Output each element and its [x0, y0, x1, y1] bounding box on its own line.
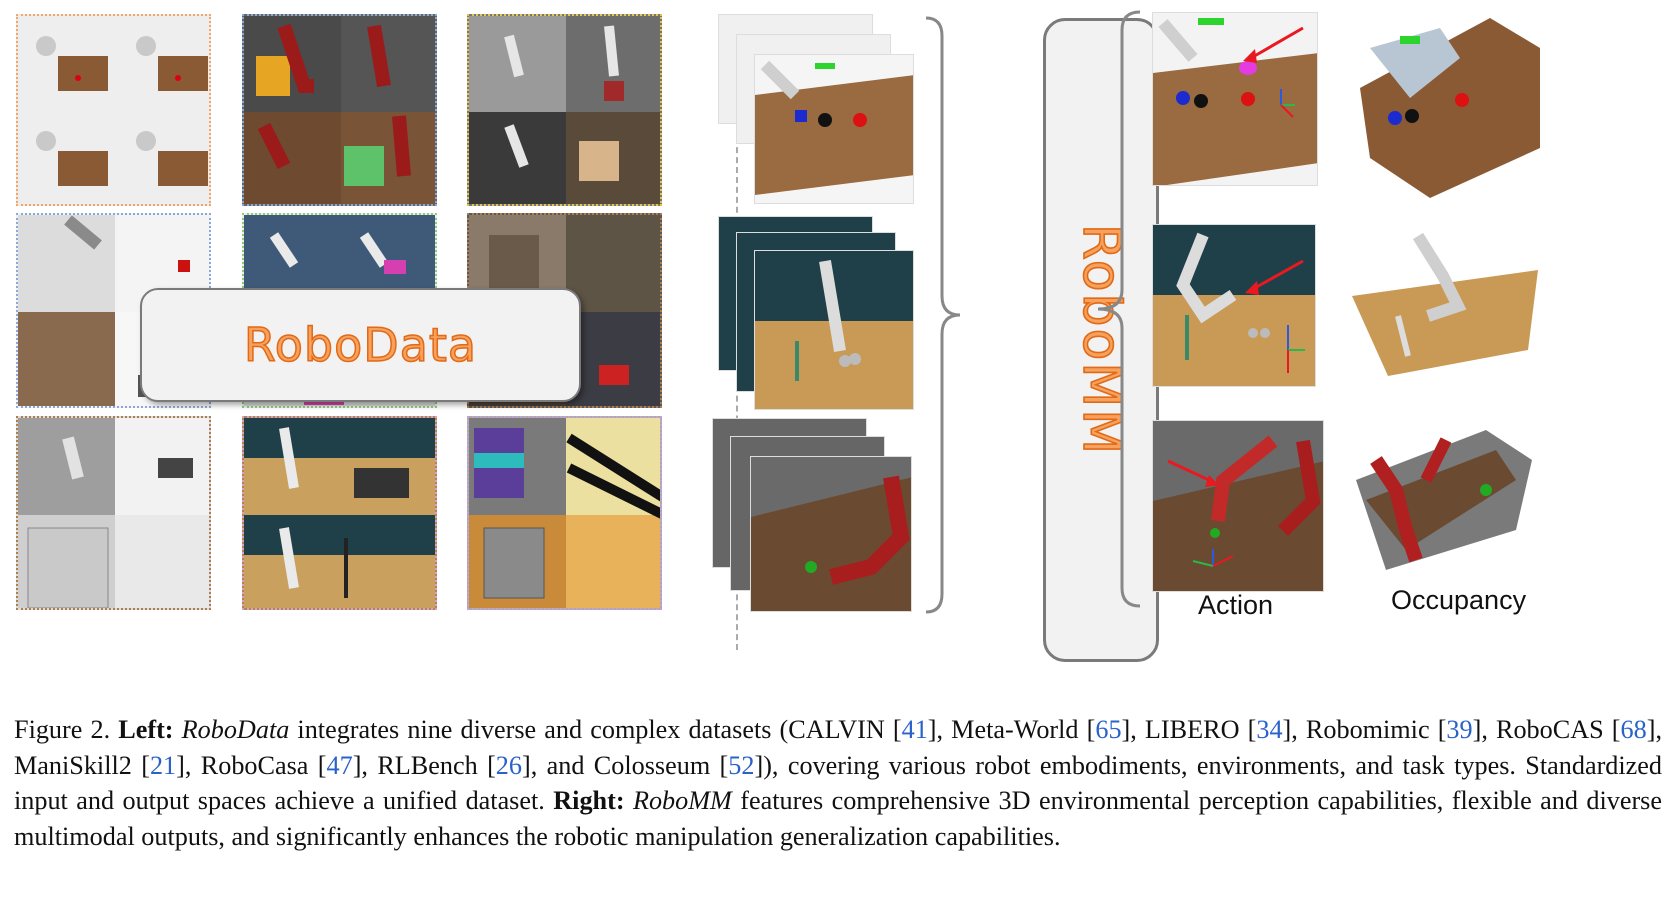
robomm-name: RoboMM: [632, 786, 732, 815]
citation-link[interactable]: 21: [149, 750, 177, 780]
caption-text: ], RoboCasa [: [176, 750, 327, 780]
citation-link[interactable]: 65: [1095, 715, 1122, 744]
robomimic-thumbnail: [467, 14, 662, 206]
caption-text: ], and Colosseum [: [521, 750, 729, 780]
occupancy-output-calvin: [1360, 18, 1540, 198]
calvin-thumbnail: [16, 14, 211, 206]
robodata-label-box: RoboData: [140, 288, 581, 402]
caption-text: ], RoboCAS [: [1472, 715, 1621, 744]
output-brace: [1097, 10, 1141, 608]
action-output-franka: [1152, 224, 1316, 387]
action-column-label: Action: [1198, 590, 1274, 620]
robocas-thumbnail: [242, 14, 437, 206]
occupancy-column-label: Occupancy: [1391, 585, 1527, 615]
citation-link[interactable]: 34: [1256, 715, 1283, 744]
robodata-name: RoboData: [181, 715, 290, 744]
caption-text: ], ManiSkill2 [: [14, 715, 1662, 780]
citation-link[interactable]: 68: [1620, 715, 1647, 744]
caption-text: ], Meta-World [: [927, 715, 1096, 744]
caption-text: ], RLBench [: [352, 750, 496, 780]
caption-text: ]), covering various robot embodiments, …: [14, 750, 1662, 816]
occupancy-output-franka: [1352, 232, 1538, 376]
citation-link[interactable]: 47: [326, 750, 353, 780]
occupancy-output-sawyer: [1356, 430, 1532, 570]
calvin-real-thumbnail: [242, 416, 437, 610]
citation-link[interactable]: 41: [901, 715, 928, 744]
caption-text: features comprehensive 3D environmental …: [14, 786, 1662, 851]
robomm-label-box: RoboMM: [1043, 18, 1159, 662]
caption-text: ], LIBERO [: [1121, 715, 1257, 744]
citation-link[interactable]: 39: [1446, 715, 1473, 744]
robocasa-kitchen-thumbnail: [16, 416, 211, 610]
citation-link[interactable]: 52: [728, 750, 755, 780]
colosseum-thumbnail: [467, 416, 662, 610]
action-output-sawyer: [1152, 420, 1324, 592]
robodata-label: RoboData: [243, 317, 478, 373]
caption-text: ], Robomimic [: [1282, 715, 1447, 744]
caption-text: integrates nine diverse and complex data…: [289, 715, 902, 744]
figure-label: Figure 2.: [14, 715, 111, 744]
left-label: Left:: [118, 715, 174, 744]
right-label: Right:: [553, 786, 625, 815]
citation-link[interactable]: 26: [495, 750, 522, 780]
action-output-calvin: [1152, 12, 1318, 186]
input-brace: [925, 16, 961, 614]
figure-caption: Figure 2. Left: RoboData integrates nine…: [14, 712, 1662, 854]
